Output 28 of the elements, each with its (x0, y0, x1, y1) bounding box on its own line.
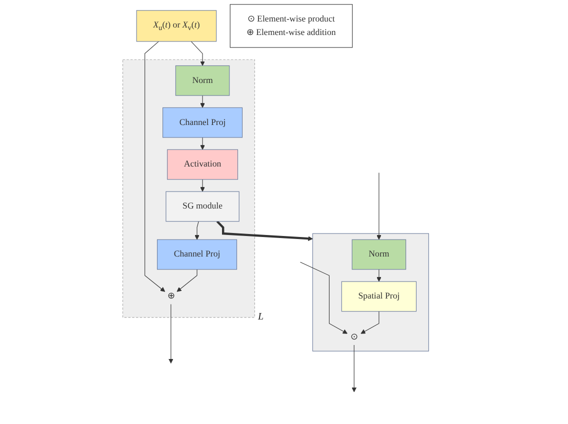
layer-count-label: L (258, 312, 264, 323)
arrow (376, 172, 382, 240)
arrow (360, 311, 380, 334)
arrow (194, 221, 200, 240)
arrow (376, 269, 382, 282)
node-text: ⊕ (167, 292, 175, 301)
arrow (300, 262, 348, 334)
arrow (216, 220, 313, 241)
arrow (352, 344, 357, 392)
node-box: Channel Proj (162, 107, 243, 138)
arrow (200, 137, 205, 150)
node-box: ⊙ Element-wise product ⊕ Element-wise addition (230, 4, 353, 48)
node-box: X$_{u}$(t) or X$_{v}$(t) (136, 10, 217, 42)
cluster (312, 233, 429, 352)
node-box: Activation (167, 149, 238, 180)
node-box: Spatial Proj (341, 281, 417, 312)
arrow (190, 41, 205, 66)
node-box: Channel Proj (156, 239, 238, 270)
arrow (200, 95, 205, 108)
node-box: SG module (166, 191, 240, 222)
arrow (168, 304, 174, 364)
node-text: ⊙ (350, 332, 358, 342)
arrow (200, 179, 205, 192)
node-box: Norm (352, 239, 406, 270)
node-box: Norm (175, 65, 230, 96)
arrow (144, 41, 166, 292)
arrow (176, 269, 198, 292)
cluster (122, 59, 255, 318)
